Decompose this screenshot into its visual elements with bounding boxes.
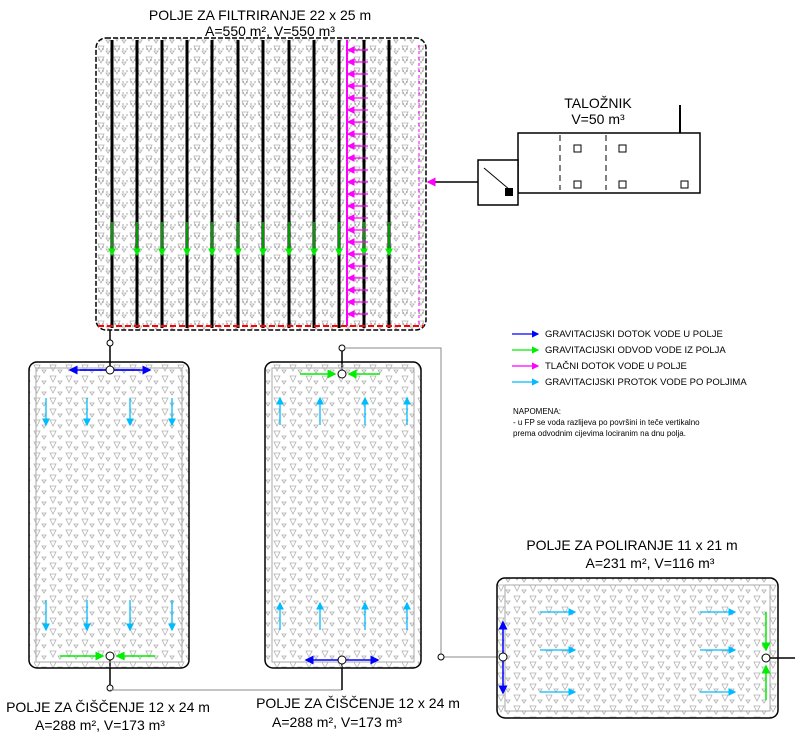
svg-text:GRAVITACIJSKI PROTOK VODE PO P: GRAVITACIJSKI PROTOK VODE PO POLJIMA [545, 377, 747, 388]
filter-field-title: POLJE ZA FILTRIRANJE 22 x 25 m [149, 7, 371, 23]
polishing-field-specs: A=231 m², V=116 m³ [586, 555, 715, 571]
svg-text:GRAVITACIJSKI DOTOK VODE U POL: GRAVITACIJSKI DOTOK VODE U POLJE [545, 329, 723, 340]
legend-item: TLAČNI DOTOK VODE U POLJE [512, 361, 687, 372]
settler: TALOŽNIK V=50 m³ [426, 95, 701, 206]
legend: GRAVITACIJSKI DOTOK VODE U POLJE GRAVITA… [512, 329, 747, 438]
svg-text:GRAVITACIJSKI ODVOD VODE IZ PO: GRAVITACIJSKI ODVOD VODE IZ POLJA [545, 345, 726, 356]
cleaning-field-2: POLJE ZA ČIŠČENJE 12 x 24 m A=288 m², V=… [256, 361, 460, 730]
note-heading: NAPOMENA: [513, 407, 561, 416]
legend-item: GRAVITACIJSKI PROTOK VODE PO POLJIMA [512, 377, 747, 388]
settler-title: TALOŽNIK [564, 95, 632, 111]
legend-item: GRAVITACIJSKI ODVOD VODE IZ POLJA [512, 345, 726, 356]
cleaning-field-2-title: POLJE ZA ČIŠČENJE 12 x 24 m [256, 695, 460, 711]
polishing-field-title: POLJE ZA POLIRANJE 11 x 21 m [526, 537, 737, 553]
svg-text:TLAČNI DOTOK VODE U POLJE: TLAČNI DOTOK VODE U POLJE [545, 361, 687, 372]
settler-specs: V=50 m³ [571, 111, 625, 127]
cleaning-field-1: POLJE ZA ČIŠČENJE 12 x 24 m A=288 m², V=… [6, 361, 210, 733]
filter-field: POLJE ZA FILTRIRANJE 22 x 25 m A=550 m²,… [95, 7, 427, 331]
filter-field-specs: A=550 m², V=550 m³ [205, 23, 335, 39]
cleaning-field-1-specs: A=288 m², V=173 m³ [35, 717, 165, 733]
legend-item: GRAVITACIJSKI DOTOK VODE U POLJE [512, 329, 723, 340]
note-line-2: prema odvodnim cijevima lociranim na dnu… [513, 429, 686, 438]
cleaning-field-2-specs: A=288 m², V=173 m³ [272, 714, 402, 730]
polishing-field: POLJE ZA POLIRANJE 11 x 21 m A=231 m², V… [496, 537, 779, 719]
pipes [106, 330, 795, 692]
note-line-1: - u FP se voda razlijeva po površini in … [513, 418, 700, 427]
cleaning-field-1-title: POLJE ZA ČIŠČENJE 12 x 24 m [6, 699, 210, 715]
